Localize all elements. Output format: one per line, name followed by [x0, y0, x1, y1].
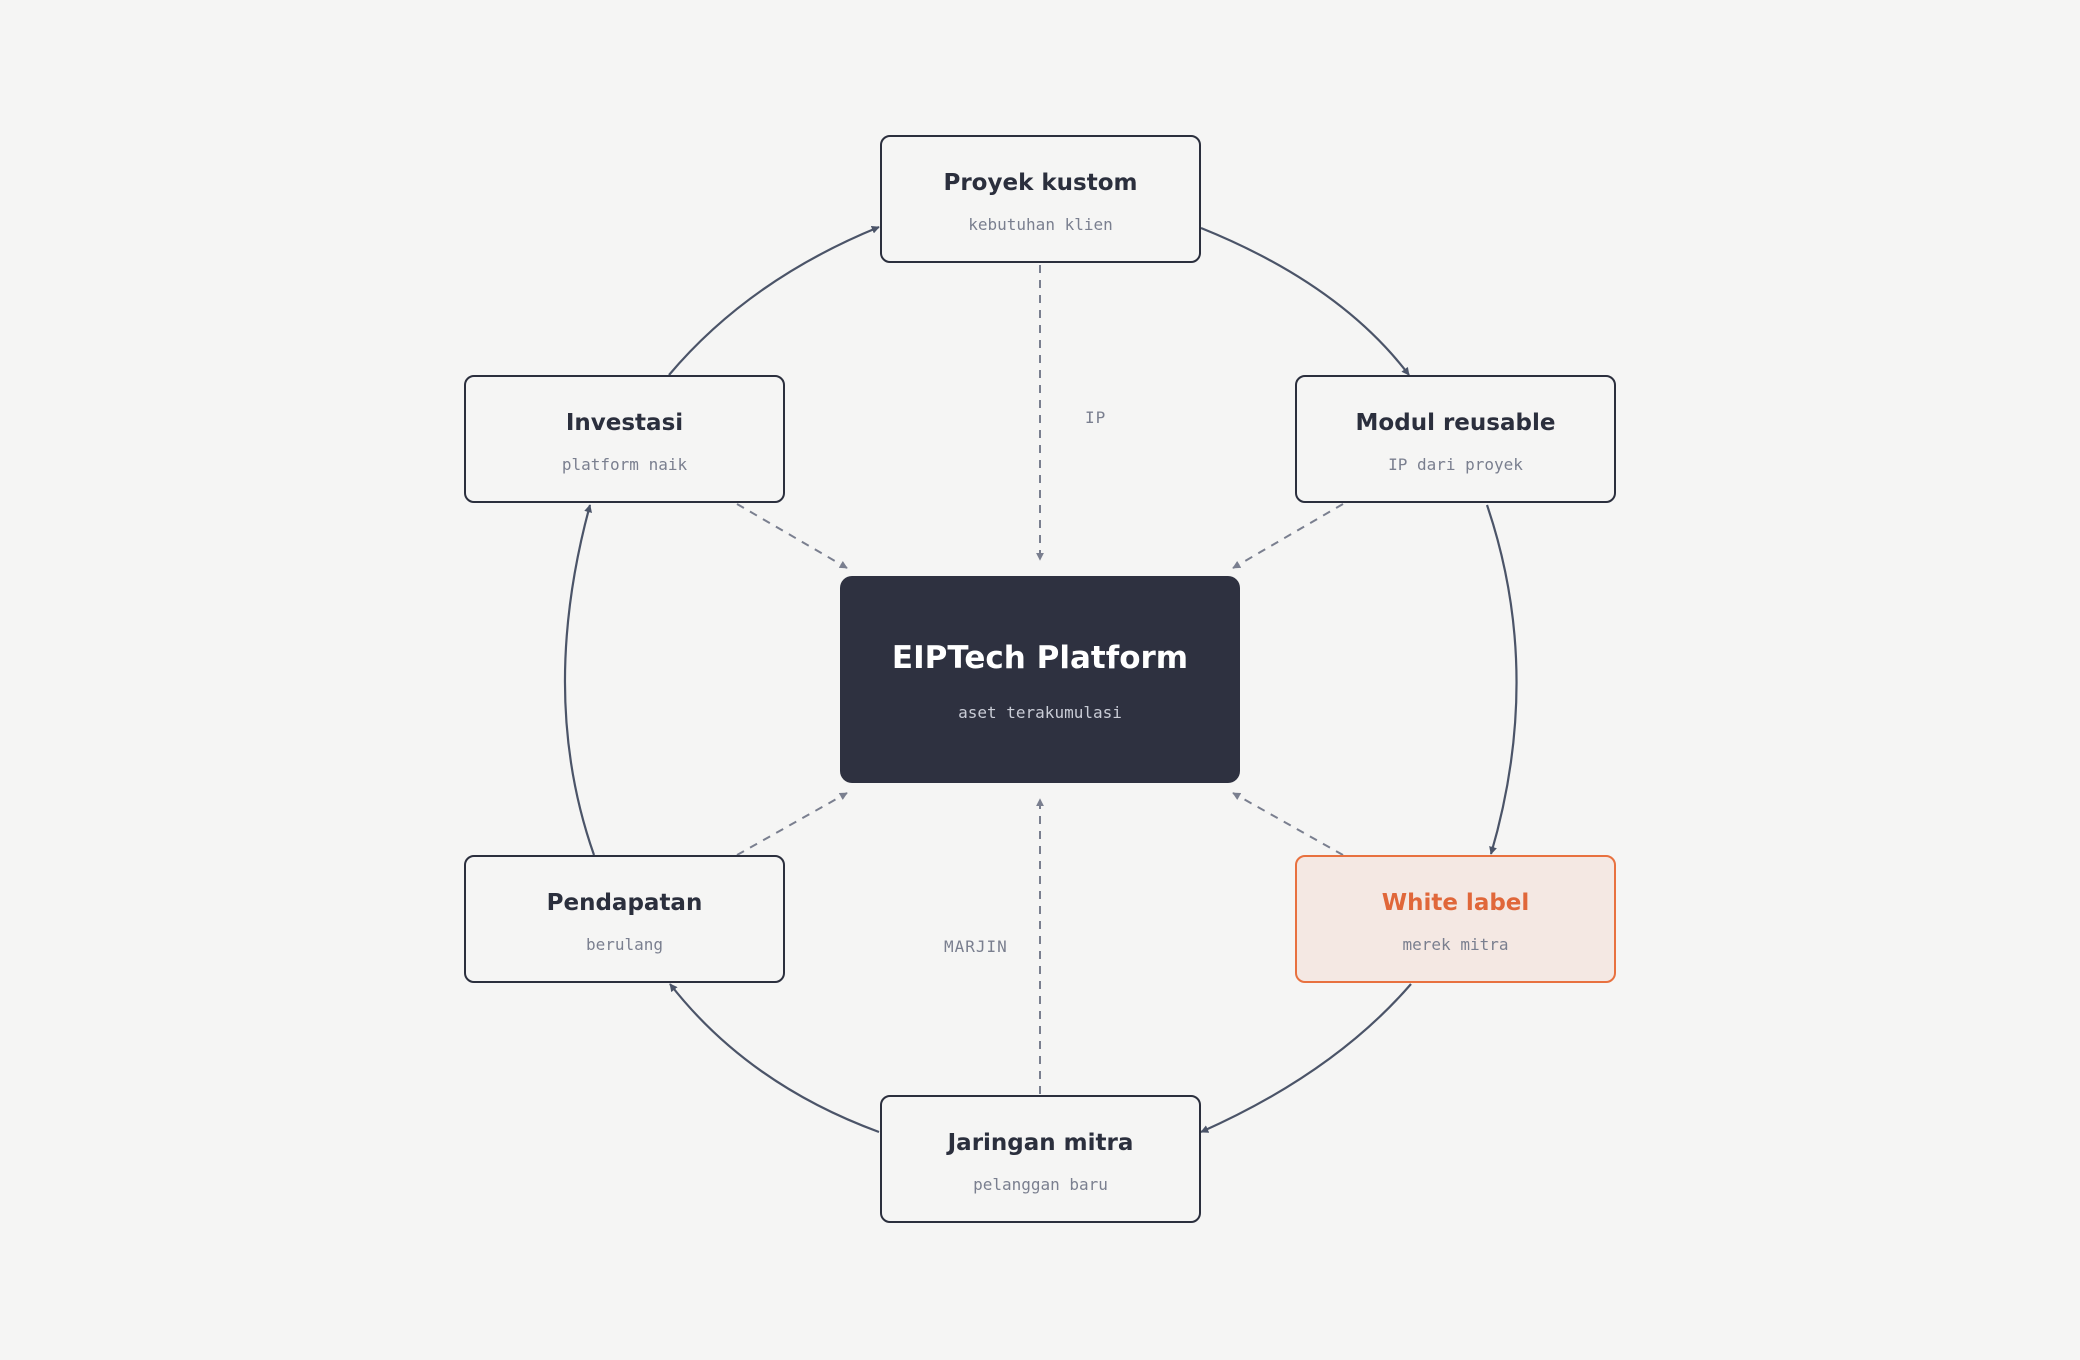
node-title: Investasi [565, 410, 684, 436]
node-title: Jaringan mitra [947, 1130, 1134, 1156]
edge-label-margin: MARJIN [944, 937, 1008, 956]
node-subtitle: platform naik [561, 455, 688, 474]
cycle-arrow-pendapatan-to-investasi [563, 504, 596, 856]
node-title: Proyek kustom [943, 170, 1138, 196]
node-investasi: Investasi platform naik [464, 375, 785, 503]
node-proyek-kustom: Proyek kustom kebutuhan klien [880, 135, 1201, 263]
spoke-arrow-investasi [736, 503, 848, 569]
node-title: Pendapatan [546, 890, 703, 916]
node-title: White label [1381, 890, 1530, 916]
node-subtitle: merek mitra [1402, 935, 1509, 954]
hub-subtitle: aset terakumulasi [958, 703, 1122, 722]
node-white-label: White label merek mitra [1295, 855, 1616, 983]
node-subtitle: berulang [585, 935, 664, 954]
node-title: Modul reusable [1355, 410, 1556, 436]
hub-title: EIPTech Platform [891, 640, 1189, 676]
cycle-arrow-investasi-to-proyek [668, 225, 880, 376]
spoke-arrow-pendapatan [736, 792, 848, 856]
node-modul-reusable: Modul reusable IP dari proyek [1295, 375, 1616, 503]
cycle-arrow-proyek-to-modul [1200, 226, 1410, 376]
cycle-arrow-jaringan-to-pendapatan [669, 983, 880, 1134]
node-subtitle: IP dari proyek [1388, 455, 1523, 474]
cycle-arrow-modul-to-whitelabel [1485, 504, 1518, 855]
node-jaringan-mitra: Jaringan mitra pelanggan baru [880, 1095, 1201, 1223]
edge-label-ip: IP [1085, 408, 1107, 427]
node-subtitle: kebutuhan klien [968, 215, 1113, 234]
node-subtitle: pelanggan baru [973, 1175, 1108, 1194]
spoke-arrow-modul [1232, 503, 1344, 569]
node-pendapatan: Pendapatan berulang [464, 855, 785, 983]
spoke-arrow-whitelabel [1232, 792, 1344, 856]
cycle-arrow-whitelabel-to-jaringan [1200, 983, 1412, 1134]
platform-hub: EIPTech Platform aset terakumulasi [840, 576, 1240, 783]
